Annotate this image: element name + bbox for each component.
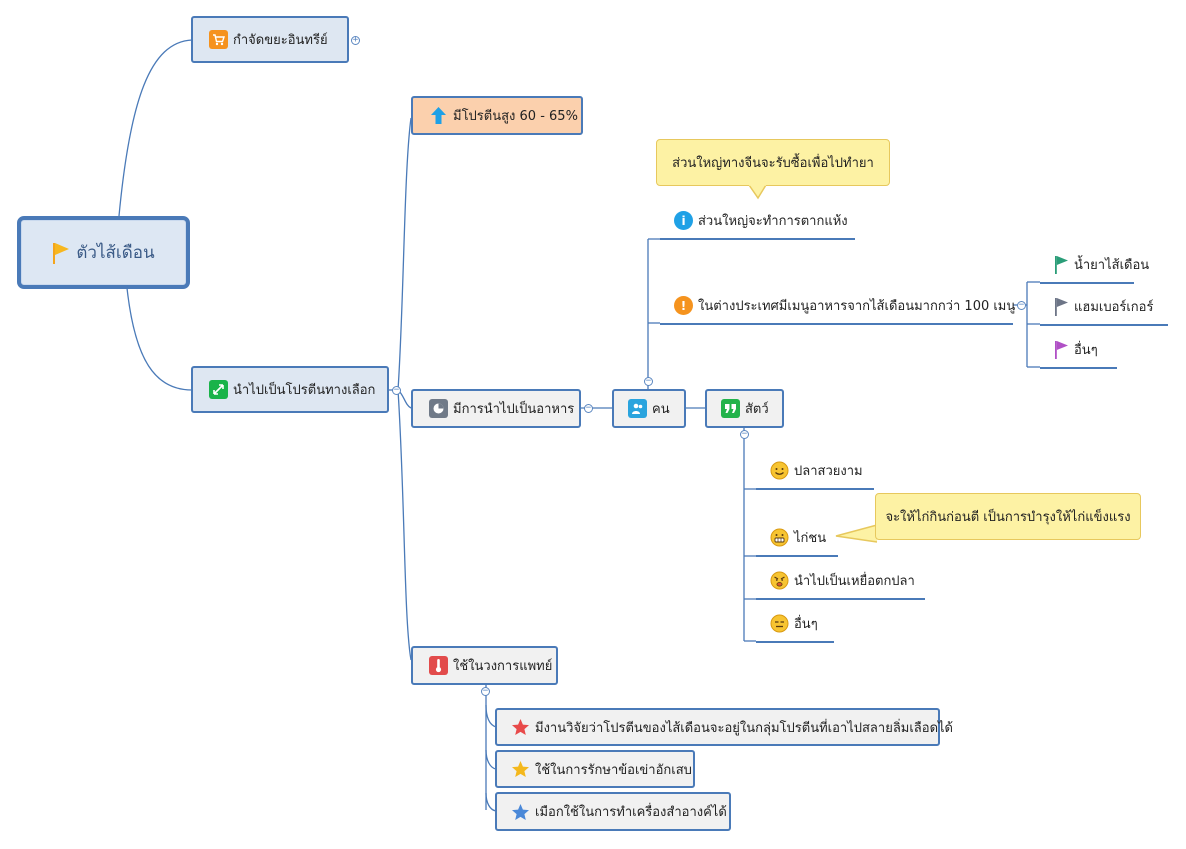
topic-organic-waste-label: กำจัดขยะอินทรีย์ [233, 33, 328, 48]
topic-high-protein-label: มีโปรตีนสูง 60 - 65% [453, 109, 578, 124]
medical-item-research-label: มีงานวิจัยว่าโปรตีนของไส้เดือนจะอยู่ในกล… [535, 720, 953, 736]
callout-china-text: ส่วนใหญ่ทางจีนจะรับซื้อเพื่อไปทำยา [672, 156, 874, 171]
callout-china-medicine: ส่วนใหญ่ทางจีนจะรับซื้อเพื่อไปทำยา [656, 139, 890, 186]
animal-item-fishing-bait[interactable]: นำไปเป็นเหยื่อตกปลา [756, 563, 925, 600]
topic-organic-waste[interactable]: กำจัดขยะอินทรีย์ [191, 16, 349, 63]
quote-icon [721, 399, 740, 418]
topic-people-label: คน [652, 402, 670, 417]
topic-animals-label: สัตว์ [745, 402, 769, 417]
medical-item-knee[interactable]: ใช้ในการรักษาข้อเข่าอักเสบ [495, 750, 695, 788]
animal-item-fighting-cock[interactable]: ไก่ชน [756, 520, 838, 557]
collapse-toggle[interactable]: − [481, 686, 490, 696]
callout-chicken-text: จะให้ไก่กินก่อนตี เป็นการบำรุงให้ไก่แข็ง… [885, 510, 1131, 525]
blue-star-icon [511, 803, 530, 821]
animal-item-others[interactable]: อื่นๆ [756, 606, 834, 643]
expand-toggle[interactable]: + [351, 35, 360, 45]
callout-chicken: จะให้ไก่กินก่อนตี เป็นการบำรุงให้ไก่แข็ง… [875, 493, 1141, 540]
up-arrow-icon [429, 106, 448, 125]
angry-emoji-icon [770, 571, 789, 590]
resize-arrows-icon [209, 380, 228, 399]
medical-item-knee-label: ใช้ในการรักษาข้อเข่าอักเสบ [535, 762, 692, 778]
animal-item-fighting-cock-label: ไก่ชน [794, 531, 827, 546]
medical-item-cosmetics-label: เมือกใช้ในการทำเครื่องสำอางค์ได้ [535, 805, 727, 820]
red-star-icon [511, 718, 530, 736]
smile-emoji-icon [770, 461, 789, 480]
topic-as-food-label: มีการนำไปเป็นอาหาร [453, 402, 575, 417]
collapse-toggle[interactable]: − [644, 376, 653, 386]
people-item-dried[interactable]: i ส่วนใหญ่จะทำการตากแห้ง [660, 203, 855, 240]
animal-item-ornamental-fish[interactable]: ปลาสวยงาม [756, 453, 874, 490]
person-icon [628, 399, 647, 418]
green-flag-icon [1054, 255, 1069, 274]
menu-item-hamburger[interactable]: แฮมเบอร์เกอร์ [1040, 289, 1168, 326]
info-icon: i [674, 211, 693, 230]
grin-emoji-icon [770, 528, 789, 547]
callout-pointer [835, 524, 878, 543]
menu-item-others-label: อื่นๆ [1074, 343, 1098, 358]
topic-medical-label: ใช้ในวงการแพทย์ [453, 659, 553, 674]
warning-icon: ! [674, 296, 693, 315]
purple-flag-icon [1054, 340, 1069, 359]
callout-pointer [748, 184, 767, 200]
topic-high-protein[interactable]: มีโปรตีนสูง 60 - 65% [411, 96, 583, 135]
shopping-cart-icon [209, 30, 228, 49]
pie-chart-icon [429, 399, 448, 418]
collapse-toggle[interactable]: − [392, 385, 401, 395]
medical-item-research[interactable]: มีงานวิจัยว่าโปรตีนของไส้เดือนจะอยู่ในกล… [495, 708, 953, 746]
collapse-toggle[interactable]: − [584, 403, 593, 413]
animal-item-fishing-bait-label: นำไปเป็นเหยื่อตกปลา [794, 574, 915, 589]
topic-medical[interactable]: ใช้ในวงการแพทย์ [411, 646, 558, 685]
orange-flag-icon [52, 242, 70, 264]
topic-protein-alternative[interactable]: นำไปเป็นโปรตีนทางเลือก [191, 366, 389, 413]
topic-animals[interactable]: สัตว์ [705, 389, 784, 428]
yellow-star-icon [511, 760, 530, 778]
neutral-emoji-icon [770, 614, 789, 633]
menu-item-others[interactable]: อื่นๆ [1040, 332, 1117, 369]
topic-as-food[interactable]: มีการนำไปเป็นอาหาร [411, 389, 581, 428]
people-item-menu-label: ในต่างประเทศมีเมนูอาหารจากไส้เดือนมากกว่… [698, 299, 1016, 314]
menu-item-worm-liquid-label: น้ำยาไส้เดือน [1074, 258, 1150, 273]
people-item-dried-label: ส่วนใหญ่จะทำการตากแห้ง [698, 214, 848, 229]
medical-item-cosmetics[interactable]: เมือกใช้ในการทำเครื่องสำอางค์ได้ [495, 792, 731, 831]
thermometer-icon [429, 656, 448, 675]
menu-item-hamburger-label: แฮมเบอร์เกอร์ [1074, 300, 1154, 315]
people-item-menu[interactable]: ! ในต่างประเทศมีเมนูอาหารจากไส้เดือนมากก… [660, 288, 1016, 325]
collapse-toggle[interactable]: − [1017, 300, 1026, 310]
topic-protein-alternative-label: นำไปเป็นโปรตีนทางเลือก [233, 383, 376, 398]
animal-item-ornamental-fish-label: ปลาสวยงาม [794, 464, 863, 479]
root-topic[interactable]: ตัวไส้เดือน [17, 216, 190, 289]
gray-flag-icon [1054, 297, 1069, 316]
collapse-toggle[interactable]: − [740, 429, 749, 439]
topic-people[interactable]: คน [612, 389, 686, 428]
animal-item-others-label: อื่นๆ [794, 617, 818, 632]
menu-item-worm-liquid[interactable]: น้ำยาไส้เดือน [1040, 247, 1149, 284]
root-topic-label: ตัวไส้เดือน [76, 243, 155, 263]
